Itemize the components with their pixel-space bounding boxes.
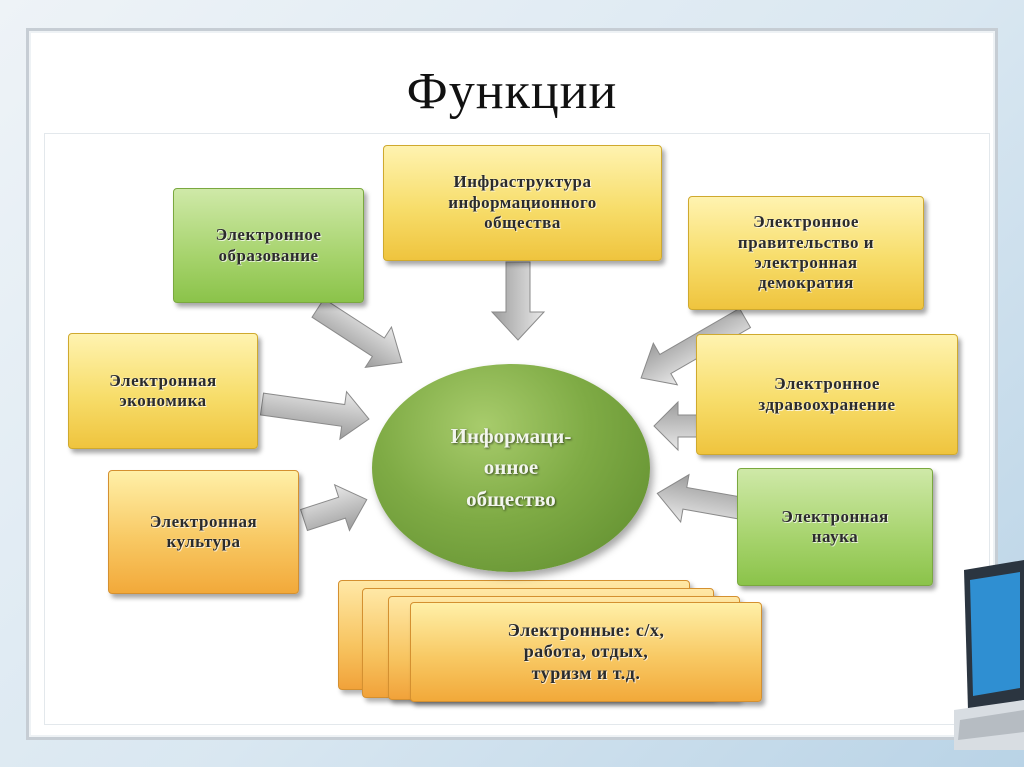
arrow-infrastructure [490, 261, 546, 341]
node-other: Электронные: с/х, работа, отдых, туризм … [410, 602, 762, 702]
center-label: Информаци- онное общество [450, 423, 572, 511]
node-healthcare: Электронное здравоохранение [696, 334, 958, 455]
node-education: Электронное образование [173, 188, 364, 303]
arrow-culture [299, 483, 368, 532]
arrow-government [640, 307, 752, 386]
arrow-education [311, 298, 403, 368]
arrow-healthcare [653, 400, 701, 452]
node-culture: Электронная культура [108, 470, 299, 594]
arrow-economy [259, 390, 370, 441]
node-center-information-society: Информаци- онное общество [372, 364, 650, 572]
node-science: Электронная наука [737, 468, 933, 586]
node-government: Электронное правительство и электронная … [688, 196, 924, 310]
arrow-science [656, 473, 743, 524]
slide-title: Функции [406, 63, 618, 120]
node-infrastructure: Инфраструктура информационного общества [383, 145, 662, 261]
laptop-icon [954, 560, 1024, 750]
node-economy: Электронная экономика [68, 333, 258, 449]
